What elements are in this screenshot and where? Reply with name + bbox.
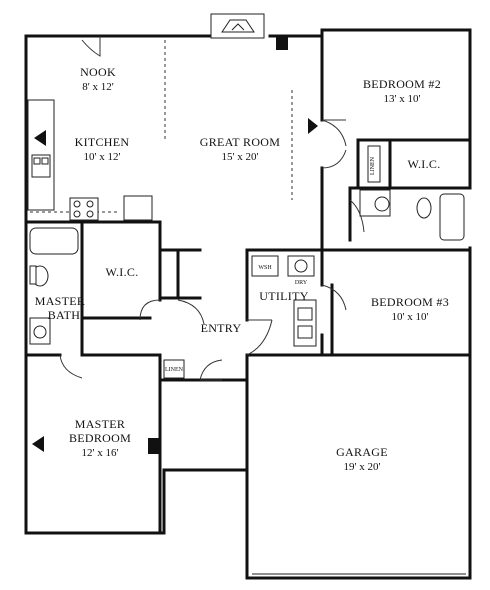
window-arrow-icon <box>308 118 318 134</box>
linen-bed2-label: LINEN <box>370 156 376 175</box>
master-bedroom-label-1: MASTER <box>75 417 125 431</box>
master-bedroom-dim: 12' x 16' <box>82 447 119 459</box>
window-arrow-icon <box>32 436 44 452</box>
great-room-label: GREAT ROOM <box>200 135 280 149</box>
wic-bed2-label: W.I.C. <box>407 157 440 171</box>
master-bedroom-label-2: BEDROOM <box>69 431 131 445</box>
nook-label: NOOK <box>80 65 116 79</box>
door-swing-icon <box>59 36 365 381</box>
range-icon <box>69 197 99 221</box>
dryer-icon <box>287 255 315 277</box>
tv-niche <box>148 438 160 454</box>
washer-icon: WSH <box>251 255 279 277</box>
wic-master-label: W.I.C. <box>105 265 138 279</box>
great-room-dim: 15' x 20' <box>222 151 259 163</box>
linen-entry-label: LINEN <box>165 367 184 373</box>
window-arrow-icon <box>34 130 46 146</box>
interior-walls <box>24 34 472 535</box>
kitchen-dim: 10' x 12' <box>84 151 121 163</box>
bedroom3-dim: 10' x 10' <box>392 311 429 323</box>
entry-label: ENTRY <box>201 321 242 335</box>
master-bath-label-1: MASTER <box>35 294 85 308</box>
room-labels: NOOK 8' x 12' KITCHEN 10' x 12' GREAT RO… <box>35 65 449 473</box>
dashed-lines <box>30 40 293 213</box>
bedroom2-dim: 13' x 10' <box>384 93 421 105</box>
dryer-label: DRY <box>295 280 308 286</box>
nook-dim: 8' x 12' <box>82 81 113 93</box>
master-bath-label-2: BATH <box>48 308 81 322</box>
utility-label: UTILITY <box>259 289 308 303</box>
washer-label: WSH <box>258 265 272 271</box>
garage-label: GARAGE <box>336 445 388 459</box>
fireplace-icon <box>210 13 288 50</box>
kitchen-label: KITCHEN <box>75 135 130 149</box>
exterior-walls <box>24 28 472 580</box>
garage-dim: 19' x 20' <box>344 461 381 473</box>
bed2-bath-fixtures <box>359 145 465 241</box>
bedroom3-label: BEDROOM #3 <box>371 295 449 309</box>
toilet-icon <box>29 265 49 287</box>
linen-closet <box>163 359 185 379</box>
bedroom2-label: BEDROOM #2 <box>363 77 441 91</box>
sink-icon <box>29 317 51 345</box>
refrigerator-icon <box>123 195 153 221</box>
kitchen-counter <box>27 99 55 211</box>
utility-sink <box>293 299 317 347</box>
tub-icon <box>29 227 79 255</box>
